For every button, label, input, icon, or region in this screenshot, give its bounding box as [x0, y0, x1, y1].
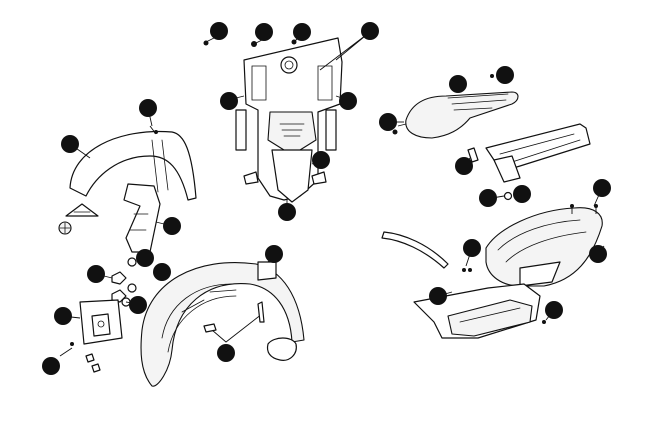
tail-lens	[519, 261, 561, 287]
callout-marker	[293, 23, 311, 41]
washer-1	[127, 283, 137, 293]
small-bulb-1	[85, 353, 95, 363]
washer-3	[127, 257, 137, 267]
license-bracket-assembly	[59, 299, 123, 373]
tail-cowl	[485, 207, 603, 287]
rail-washer	[503, 191, 513, 201]
callout-marker	[449, 75, 467, 93]
rail-bracket	[493, 155, 521, 183]
callout-marker	[479, 189, 497, 207]
undertray-liner	[447, 299, 533, 337]
seat-rack-assembly	[392, 74, 591, 201]
callout-marker	[42, 357, 60, 375]
center-panel-assembly	[235, 37, 343, 203]
nut-1	[111, 271, 127, 285]
right-clip	[311, 171, 327, 185]
callout-marker	[593, 179, 611, 197]
callout-marker	[455, 157, 473, 175]
left-rail	[235, 109, 247, 151]
cowl-trim-strip	[381, 231, 449, 269]
front-fender	[69, 130, 197, 201]
callout-marker	[463, 239, 481, 257]
tail-cowl-assembly	[381, 204, 603, 339]
callout-marker	[210, 22, 228, 40]
rubber-pad	[266, 337, 297, 361]
callout-marker	[278, 203, 296, 221]
callout-marker	[496, 66, 514, 84]
seat	[405, 91, 519, 139]
callout-marker	[265, 245, 283, 263]
callout-marker	[87, 265, 105, 283]
callout-marker	[312, 151, 330, 169]
callout-marker	[589, 245, 607, 263]
callout-marker	[379, 113, 397, 131]
bracket-plate	[91, 313, 111, 337]
rear-inner-fender-assembly	[140, 261, 305, 387]
right-rail	[325, 109, 337, 151]
callout-marker	[217, 344, 235, 362]
callout-marker	[54, 307, 72, 325]
callout-marker	[136, 249, 154, 267]
callout-marker	[255, 23, 273, 41]
long-bolt	[257, 301, 265, 323]
callout-marker	[545, 301, 563, 319]
small-bulb-2	[91, 363, 101, 373]
rear-inner-fender	[140, 262, 305, 387]
callout-marker	[429, 287, 447, 305]
warning-label	[65, 203, 99, 217]
left-clip	[243, 171, 259, 185]
callout-marker	[163, 217, 181, 235]
callout-marker	[61, 135, 79, 153]
callout-marker	[153, 263, 171, 281]
callout-marker	[339, 92, 357, 110]
rail-bolt	[467, 147, 479, 163]
callout-marker	[139, 99, 157, 117]
fender-bracket	[123, 183, 161, 253]
lower-tray	[271, 149, 313, 203]
callout-markers	[42, 22, 611, 375]
callout-marker	[513, 185, 531, 203]
center-cowl	[267, 111, 317, 151]
front-fender-assembly	[58, 125, 197, 253]
callout-marker	[220, 92, 238, 110]
bolt-head	[203, 323, 217, 333]
panel-grommet	[280, 56, 298, 74]
fender-tab	[257, 261, 277, 281]
callout-marker	[361, 22, 379, 40]
callout-marker	[129, 296, 147, 314]
